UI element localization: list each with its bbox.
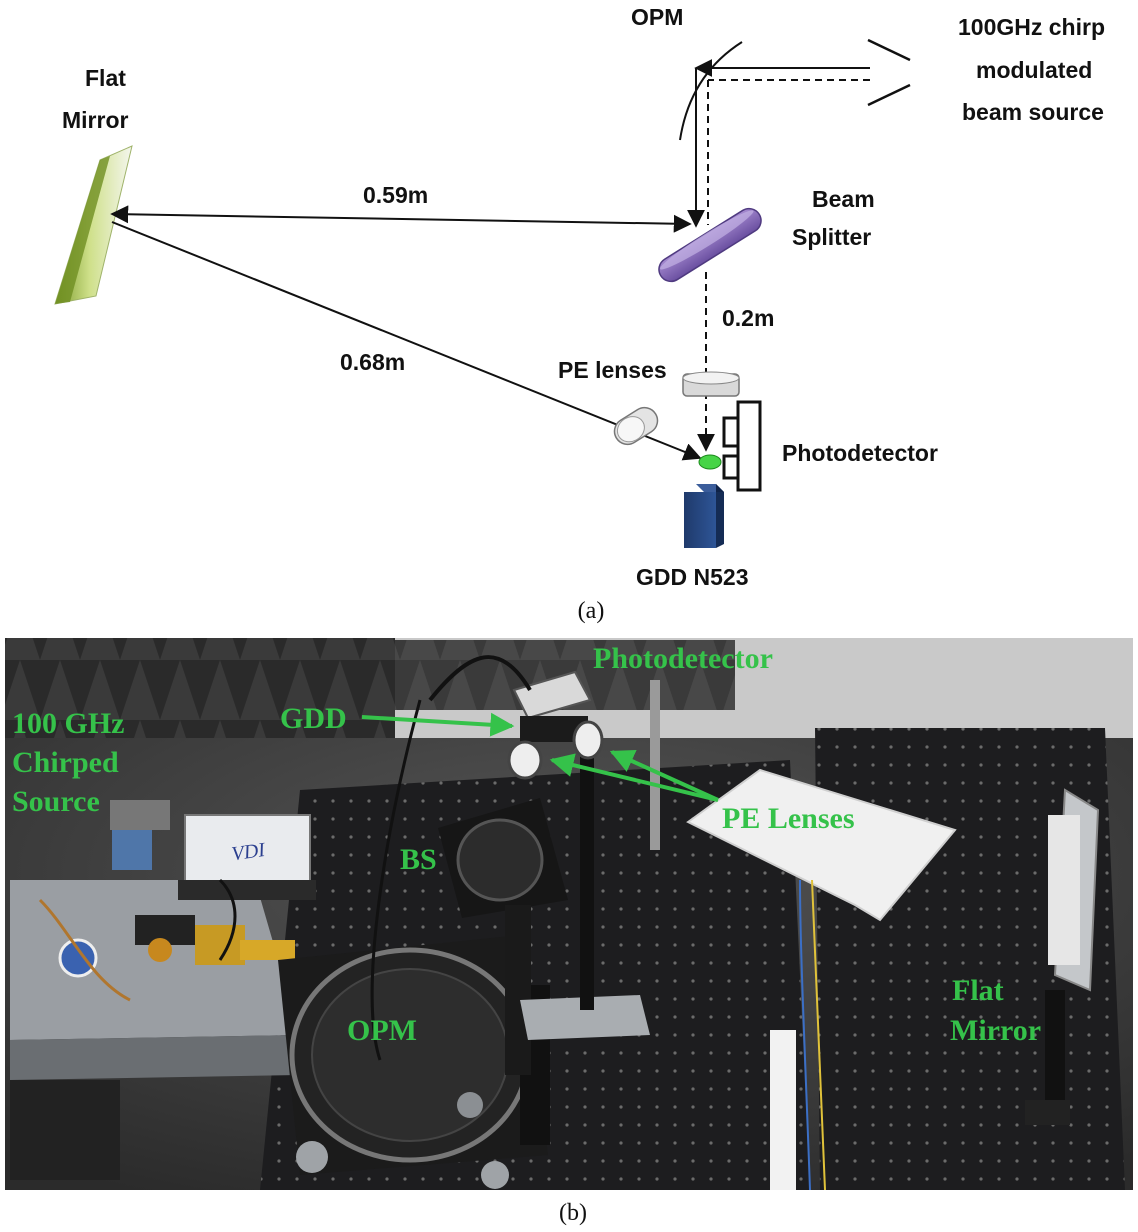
cable-bundle-2: [811, 879, 826, 1191]
photo-photodetector-label: Photodetector: [593, 642, 773, 675]
beam-splitter: [658, 207, 762, 283]
flat-mirror: [54, 145, 133, 305]
bs-to-mirror-distance: 0.59m: [363, 182, 428, 208]
gdd-camera: [684, 484, 724, 548]
photo-source-label-line2: Chirped: [12, 746, 119, 779]
gdd-arrow: [361, 712, 515, 737]
bs-to-detector-distance: 0.2m: [722, 305, 774, 331]
white-post: [770, 1030, 796, 1190]
photodetector: [722, 400, 762, 492]
horn-antenna: [867, 38, 911, 107]
source-label-line2: modulated: [976, 57, 1092, 83]
source-plate: VDI: [10, 800, 316, 1180]
source-label-line1: 100GHz chirp: [958, 14, 1105, 40]
caption-a: (a): [578, 598, 605, 624]
photo-flat-mirror-label-line1: Flat: [952, 974, 1004, 1007]
photo-flat-mirror-label-line2: Mirror: [950, 1014, 1041, 1047]
pe-lens-vertical: [682, 371, 740, 397]
vdi-brand-text: VDI: [230, 839, 267, 866]
cable-bundle: [799, 879, 811, 1191]
photo-bs-label: BS: [400, 843, 437, 876]
white-board: [686, 768, 957, 922]
schematic-a: OPM 100GHz chirp modulated beam source B…: [54, 4, 1105, 624]
photo-opm-label: OPM: [347, 1014, 417, 1047]
caption-b: (b): [559, 1200, 587, 1226]
flat-mirror-label-line1: Flat: [85, 65, 126, 91]
flat-mirror-mount: [1025, 788, 1100, 1125]
optical-rail: [520, 995, 650, 1040]
opm-curved-mirror: [679, 41, 743, 141]
photo-source-label-line1: 100 GHz: [12, 707, 125, 740]
beam-splitter-label-line1: Beam: [812, 186, 875, 212]
pe-lenses-arrow-2: [609, 749, 719, 802]
pe-lens-photo-2: [572, 720, 604, 760]
post-1: [580, 740, 594, 1010]
photo-pe-lenses-label: PE Lenses: [722, 802, 855, 835]
bs-to-mirror-beam: [110, 205, 692, 233]
beam-splitter-label-line2: Splitter: [792, 224, 871, 250]
pe-lens-angled: [613, 406, 659, 446]
gdd-label: GDD N523: [636, 564, 748, 590]
flat-mirror-label-line2: Mirror: [62, 107, 129, 133]
pe-lenses-label: PE lenses: [558, 357, 667, 383]
post-2: [650, 680, 660, 850]
mirror-to-detector-beam: [111, 221, 702, 461]
photo-source-label-line3: Source: [12, 785, 100, 818]
pe-lenses-arrow-1: [549, 753, 719, 802]
bs-mount: [438, 798, 568, 1075]
mirror-to-detector-distance: 0.68m: [340, 349, 405, 375]
photodetector-label: Photodetector: [782, 440, 938, 466]
pe-lens-photo-1: [507, 740, 543, 780]
photo-gdd-label: GDD: [280, 702, 347, 735]
photo-b: VDI: [5, 638, 1133, 1226]
opm-label: OPM: [631, 4, 683, 30]
detector-dot: [698, 454, 722, 470]
source-label-line3: beam source: [962, 99, 1104, 125]
opm-mount: [278, 935, 550, 1189]
